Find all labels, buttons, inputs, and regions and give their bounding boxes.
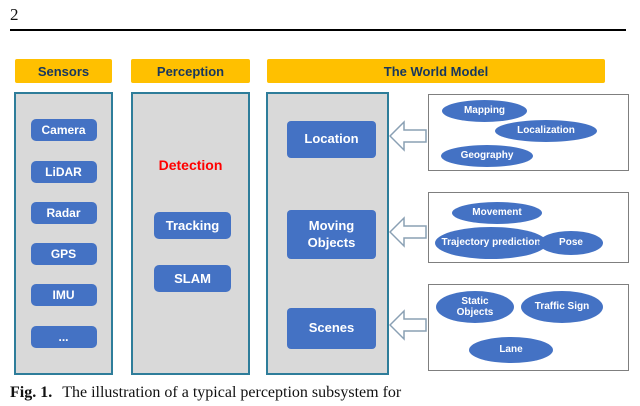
sensor-item-more: ... (30, 325, 97, 348)
perception-panel: Detection Tracking SLAM (131, 92, 250, 375)
header-rule (10, 29, 626, 31)
left-arrow-icon (389, 216, 427, 248)
ellipse-mapping: Mapping (442, 100, 527, 122)
page-number: 2 (10, 5, 19, 24)
world-model-header: The World Model (267, 59, 605, 83)
sensors-panel: Camera LiDAR Radar GPS IMU ... (14, 92, 113, 375)
figure-caption: Fig. 1. The illustration of a typical per… (10, 384, 630, 402)
world-model-panel: Location Moving Objects Scenes (266, 92, 389, 375)
sensors-header: Sensors (15, 59, 112, 83)
sensor-item-radar: Radar (30, 201, 97, 224)
sensor-item-gps: GPS (30, 243, 97, 266)
ellipse-trajectory-prediction: Trajectory prediction (435, 227, 547, 259)
ellipse-traffic-sign: Traffic Sign (521, 291, 603, 323)
scenes-group-box: Static Objects Traffic Sign Lane (428, 284, 629, 371)
perception-item-tracking: Tracking (154, 212, 231, 239)
ellipse-lane: Lane (469, 337, 553, 363)
sensor-item-camera: Camera (30, 119, 97, 142)
left-arrow-icon (389, 120, 427, 152)
ellipse-geography: Geography (441, 145, 533, 167)
perception-item-slam: SLAM (154, 265, 231, 292)
ellipse-movement: Movement (452, 202, 542, 224)
sensor-item-imu: IMU (30, 284, 97, 307)
perception-item-detection: Detection (158, 157, 223, 173)
perception-header: Perception (131, 59, 250, 83)
category-location: Location (287, 121, 376, 158)
location-group-box: Mapping Localization Geography (428, 94, 629, 171)
ellipse-localization: Localization (495, 120, 597, 142)
category-scenes: Scenes (287, 308, 376, 349)
ellipse-pose: Pose (539, 231, 603, 255)
moving-objects-group-box: Movement Trajectory prediction Pose (428, 192, 629, 263)
sensor-item-lidar: LiDAR (30, 160, 97, 183)
category-moving-objects: Moving Objects (287, 210, 376, 259)
ellipse-static-objects: Static Objects (436, 291, 514, 323)
left-arrow-icon (389, 309, 427, 341)
figure-caption-text: The illustration of a typical perception… (62, 384, 402, 401)
figure-caption-label: Fig. 1. (10, 384, 53, 401)
